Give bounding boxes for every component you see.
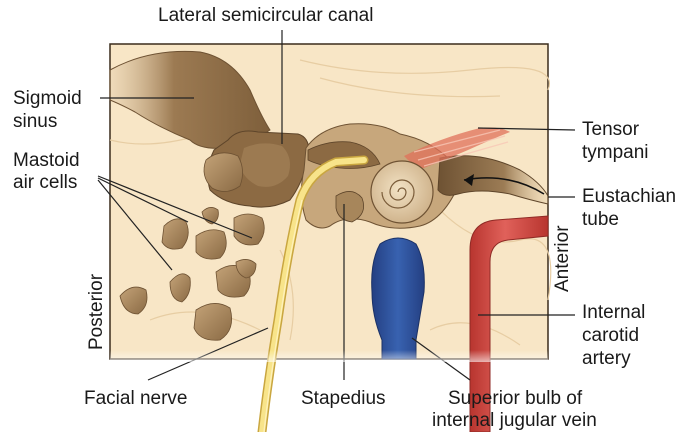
label-eustachian-tube-line1: Eustachian [582,186,676,208]
label-superior-bulb-line1: Superior bulb of [448,388,582,410]
label-anterior: Anterior [552,225,574,292]
label-internal-carotid-artery-line2: carotid [582,325,639,347]
label-mastoid-air-cells-line2: air cells [13,172,77,194]
label-lateral-semicircular-canal: Lateral semicircular canal [158,5,373,27]
label-posterior: Posterior [86,274,108,350]
label-internal-carotid-artery-line3: artery [582,348,631,370]
label-mastoid-air-cells-line1: Mastoid [13,150,80,172]
label-stapedius: Stapedius [301,388,386,410]
label-eustachian-tube-line2: tube [582,209,619,231]
label-internal-carotid-artery-line1: Internal [582,302,645,324]
label-tensor-tympani-line1: Tensor [582,119,639,141]
label-superior-bulb-line2: internal jugular vein [432,410,597,432]
cochlea [371,161,433,223]
label-sigmoid-sinus-line2: sinus [13,111,57,133]
label-facial-nerve: Facial nerve [84,388,188,410]
label-tensor-tympani-line2: tympani [582,142,649,164]
label-sigmoid-sinus-line1: Sigmoid [13,88,82,110]
